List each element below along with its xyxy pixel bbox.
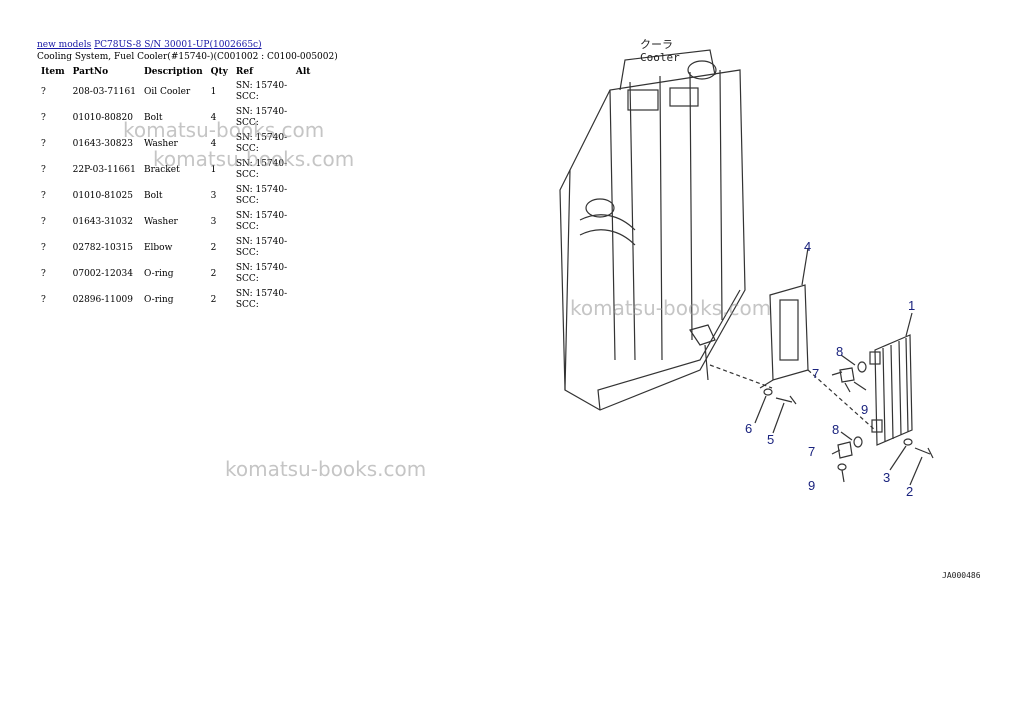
callout-1: 1	[908, 298, 915, 313]
table-row: ? 01643-30823 Washer 4 SN: 15740- SCC:	[37, 131, 314, 157]
cell-description: O-ring	[143, 269, 174, 279]
cell-qty: 2	[210, 243, 217, 253]
cell-alt	[292, 183, 315, 209]
callout-7: 7	[808, 444, 815, 459]
breadcrumb-link-model[interactable]: PC78US-8 S/N 30001-UP(1002665c)	[94, 40, 262, 50]
callout-9: 9	[808, 478, 815, 493]
cell-partno: 01643-30823	[72, 139, 133, 149]
cell-ref: SN: 15740- SCC:	[235, 263, 288, 284]
callout-7: 7	[812, 366, 819, 381]
cell-ref: SN: 15740- SCC:	[235, 289, 288, 310]
cell-ref: SN: 15740- SCC:	[235, 81, 288, 102]
cell-item: ?	[41, 217, 46, 227]
cell-qty: 2	[210, 295, 217, 305]
cell-ref: SN: 15740- SCC:	[235, 185, 288, 206]
header-alt: Alt	[295, 67, 311, 77]
cell-ref: SN: 15740- SCC:	[235, 211, 288, 232]
cell-item: ?	[41, 139, 46, 149]
cell-item: ?	[41, 87, 46, 97]
cell-alt	[292, 79, 315, 105]
cell-partno: 01010-81025	[72, 191, 133, 201]
cell-partno: 01643-31032	[72, 217, 133, 227]
table-header-row: Item PartNo Description Qty Ref Alt	[37, 65, 314, 79]
cell-ref: SN: 15740- SCC:	[235, 159, 288, 180]
cell-ref: SN: 15740- SCC:	[235, 107, 288, 128]
cell-alt	[292, 157, 315, 183]
cell-description: Bracket	[143, 165, 180, 175]
cell-qty: 3	[210, 217, 217, 227]
table-row: ? 22P-03-11661 Bracket 1 SN: 15740- SCC:	[37, 157, 314, 183]
diagram-header-en: Cooler	[640, 51, 680, 64]
cell-item: ?	[41, 243, 46, 253]
cell-qty: 3	[210, 191, 217, 201]
cell-item: ?	[41, 113, 46, 123]
table-row: ? 02896-11009 O-ring 2 SN: 15740- SCC:	[37, 287, 314, 313]
table-row: ? 01010-81025 Bolt 3 SN: 15740- SCC:	[37, 183, 314, 209]
page-title: Cooling System, Fuel Cooler(#15740-)(C00…	[37, 52, 338, 62]
cell-description: Washer	[143, 217, 178, 227]
cell-item: ?	[41, 191, 46, 201]
parts-table: Item PartNo Description Qty Ref Alt ? 20…	[37, 65, 314, 313]
callout-8: 8	[836, 344, 843, 359]
cell-description: O-ring	[143, 295, 174, 305]
cell-ref: SN: 15740- SCC:	[235, 133, 288, 154]
cell-alt	[292, 105, 315, 131]
parts-diagram: 1 2 3 4 5 6 7 8 9 7 8 9 クーラ Cooler JA000…	[559, 38, 981, 580]
cell-partno: 22P-03-11661	[72, 165, 136, 175]
cell-description: Bolt	[143, 191, 163, 201]
cell-description: Bolt	[143, 113, 163, 123]
cell-partno: 07002-12034	[72, 269, 133, 279]
cell-qty: 1	[210, 87, 217, 97]
callout-3: 3	[883, 470, 890, 485]
breadcrumb: new models PC78US-8 S/N 30001-UP(1002665…	[37, 40, 262, 51]
table-row: ? 01643-31032 Washer 3 SN: 15740- SCC:	[37, 209, 314, 235]
cell-item: ?	[41, 269, 46, 279]
cell-description: Washer	[143, 139, 178, 149]
cell-qty: 4	[210, 139, 217, 149]
diagram-header-jp: クーラ	[640, 38, 673, 51]
callout-8: 8	[832, 422, 839, 437]
cell-partno: 02896-11009	[72, 295, 133, 305]
cell-item: ?	[41, 295, 46, 305]
cell-qty: 4	[210, 113, 217, 123]
diagram-code: JA000486	[942, 571, 981, 580]
cell-alt	[292, 131, 315, 157]
callout-6: 6	[745, 421, 752, 436]
cell-partno: 02782-10315	[72, 243, 133, 253]
cell-item: ?	[41, 165, 46, 175]
cell-qty: 2	[210, 269, 217, 279]
cell-partno: 01010-80820	[72, 113, 133, 123]
cell-alt	[292, 261, 315, 287]
header-partno: PartNo	[72, 67, 109, 77]
header-item: Item	[41, 67, 65, 77]
header-qty: Qty	[210, 67, 228, 77]
cell-ref: SN: 15740- SCC:	[235, 237, 288, 258]
cell-alt	[292, 235, 315, 261]
watermark: komatsu-books.com	[225, 457, 427, 481]
callout-5: 5	[767, 432, 774, 447]
callout-9: 9	[861, 402, 868, 417]
table-row: ? 07002-12034 O-ring 2 SN: 15740- SCC:	[37, 261, 314, 287]
cell-qty: 1	[210, 165, 217, 175]
cell-alt	[292, 209, 315, 235]
cell-partno: 208-03-71161	[72, 87, 136, 97]
table-row: ? 02782-10315 Elbow 2 SN: 15740- SCC:	[37, 235, 314, 261]
callout-2: 2	[906, 484, 913, 499]
breadcrumb-link-new-models[interactable]: new models	[37, 40, 92, 50]
cell-description: Oil Cooler	[143, 87, 191, 97]
header-ref: Ref	[235, 67, 253, 77]
table-row: ? 208-03-71161 Oil Cooler 1 SN: 15740- S…	[37, 79, 314, 105]
callout-4: 4	[804, 239, 811, 254]
table-row: ? 01010-80820 Bolt 4 SN: 15740- SCC:	[37, 105, 314, 131]
header-description: Description	[143, 67, 203, 77]
cell-description: Elbow	[143, 243, 173, 253]
cell-alt	[292, 287, 315, 313]
